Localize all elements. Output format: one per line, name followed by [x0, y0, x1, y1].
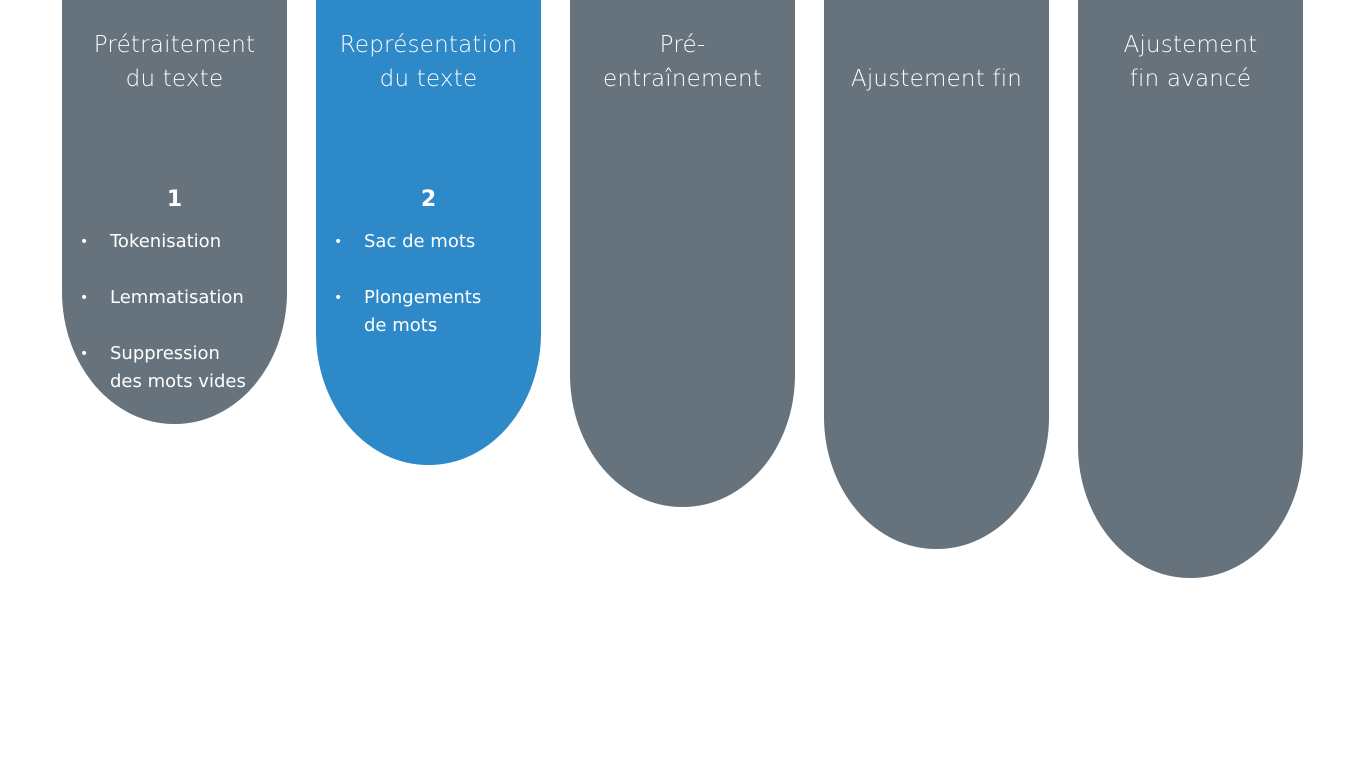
list-item: •Tokenisation [80, 228, 283, 256]
bullet-icon: • [80, 346, 89, 362]
list-item: •Sac de mots [334, 228, 537, 256]
step-2-title: Représentation du texte [339, 32, 518, 92]
bullet-icon: • [80, 234, 89, 250]
bullet-icon: • [80, 290, 89, 306]
step-1-number: 1 [166, 187, 183, 212]
bullet-icon: • [334, 234, 343, 250]
list-item: •Plongements de mots [334, 284, 537, 340]
step-2-list: •Sac de mots •Plongements de mots [334, 228, 537, 368]
step-5-advanced-fine-tuning: Ajustement fin avancé [1078, 0, 1303, 578]
step-4-fine-tuning: Ajustement fin [824, 0, 1049, 549]
step-1-preprocessing: Prétraitement du texte 1 •Tokenisation •… [62, 0, 287, 424]
step-2-number: 2 [420, 187, 437, 212]
bullet-icon: • [334, 290, 343, 306]
step-1-list: •Tokenisation •Lemmatisation •Suppressio… [80, 228, 283, 424]
step-3-pretraining: Pré- entraînement [570, 0, 795, 507]
step-4-title: Ajustement fin [850, 66, 1023, 92]
list-item: •Suppression des mots vides [80, 340, 283, 396]
step-3-title: Pré- entraînement [603, 32, 762, 92]
step-1-title: Prétraitement du texte [93, 32, 256, 92]
step-2-representation: Représentation du texte 2 •Sac de mots •… [316, 0, 541, 465]
list-item: •Lemmatisation [80, 284, 283, 312]
step-5-title: Ajustement fin avancé [1123, 32, 1258, 92]
